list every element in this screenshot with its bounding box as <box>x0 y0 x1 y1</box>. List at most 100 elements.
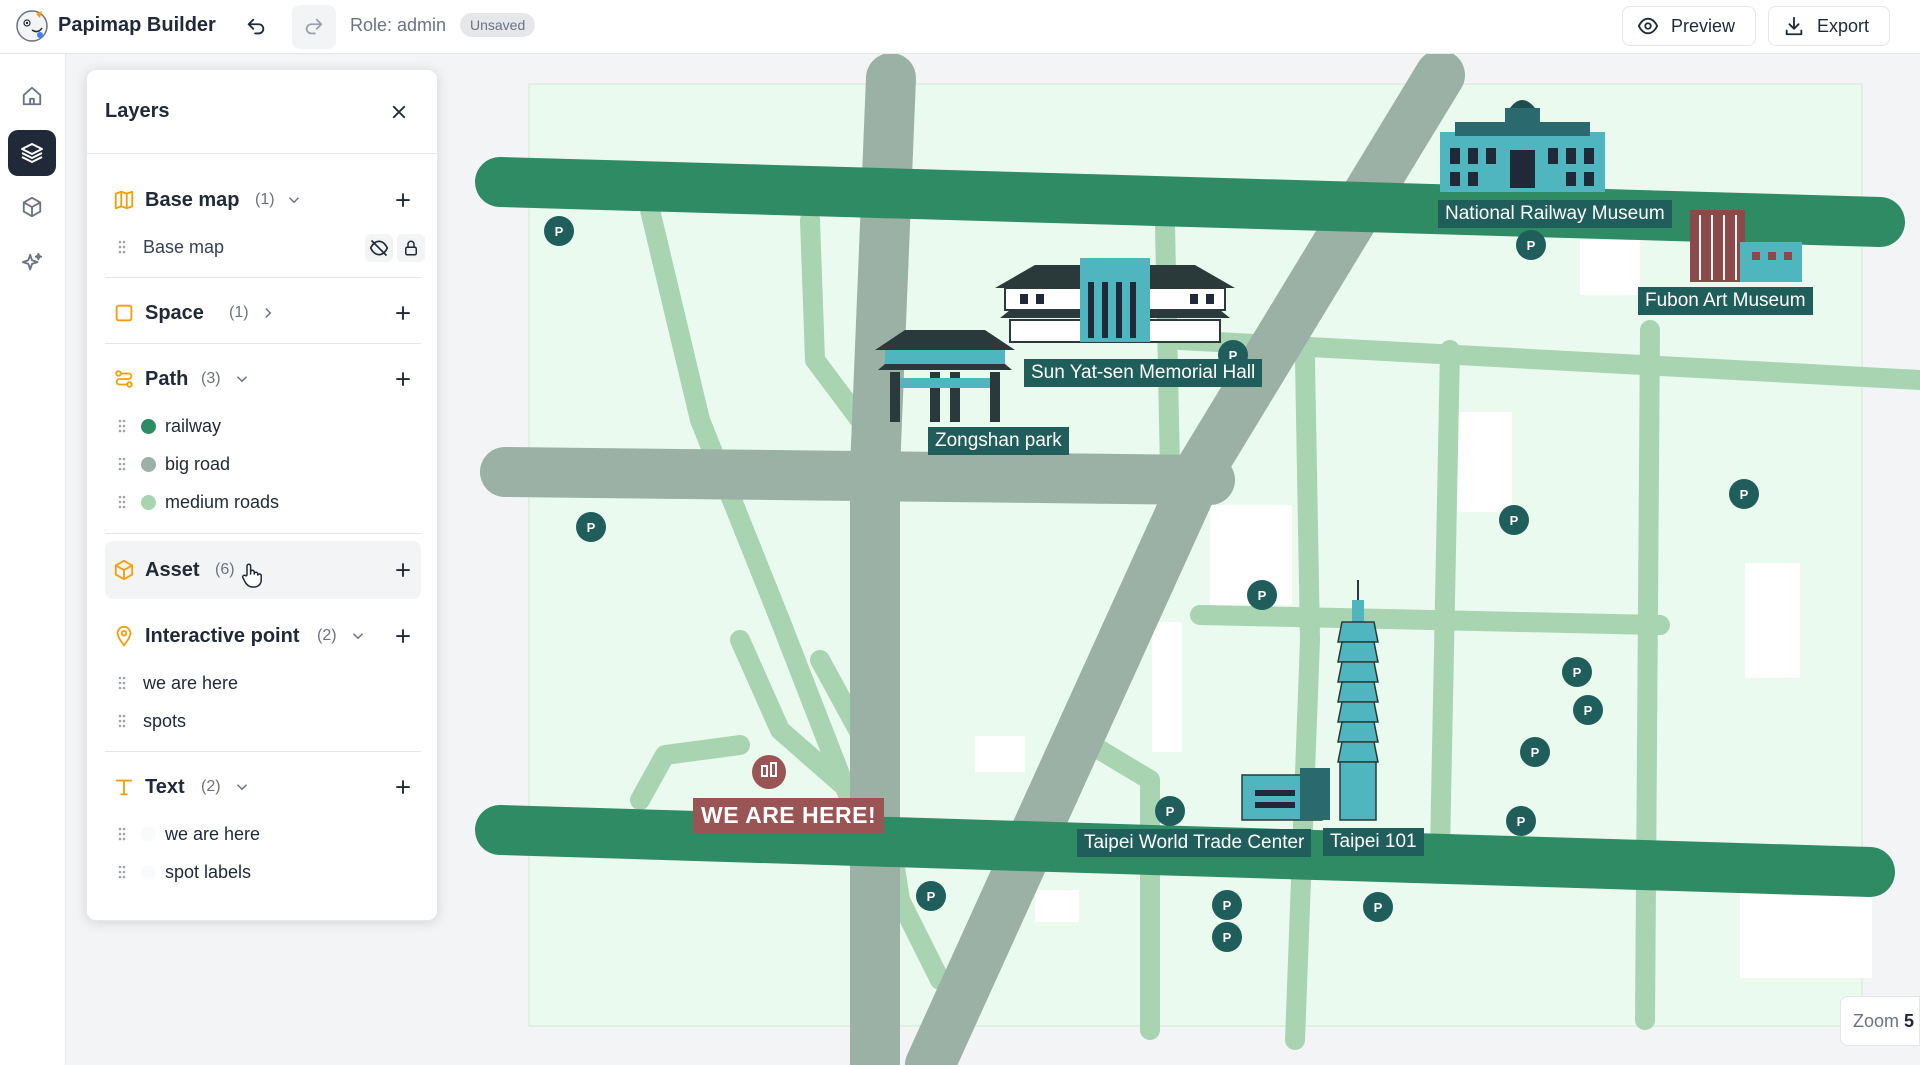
item-label: medium roads <box>165 492 280 512</box>
color-swatch <box>141 457 156 472</box>
item-label: big road <box>165 454 231 474</box>
group-count: (1) <box>255 191 275 208</box>
map-drawing <box>475 54 1920 1065</box>
drag-handle-icon[interactable] <box>117 826 127 842</box>
map-label-zongshan-park[interactable]: Zongshan park <box>928 427 1069 455</box>
app-title: Papimap Builder <box>58 14 216 36</box>
eye-icon <box>1637 17 1659 35</box>
cube-icon <box>114 559 134 581</box>
rail-assets-button[interactable] <box>8 184 56 230</box>
rail-home-button[interactable] <box>8 73 56 119</box>
color-swatch <box>141 419 156 434</box>
divider <box>105 343 421 344</box>
parking-marker[interactable]: P <box>1516 230 1546 260</box>
parking-marker[interactable]: P <box>1729 479 1759 509</box>
map-label-national-railway-museum[interactable]: National Railway Museum <box>1438 200 1672 228</box>
parking-marker[interactable]: P <box>1562 657 1592 687</box>
drag-handle-icon[interactable] <box>117 456 127 472</box>
zoom-indicator: Zoom 5 <box>1840 996 1920 1046</box>
close-icon <box>392 105 406 119</box>
parking-marker[interactable]: P <box>1212 890 1242 920</box>
plus-icon <box>396 629 410 643</box>
layer-item-text-we-are-here[interactable]: we are here <box>105 817 421 851</box>
map-label-sun-yatsen-hall[interactable]: Sun Yat-sen Memorial Hall <box>1024 359 1263 387</box>
add-layer-button[interactable] <box>389 299 417 327</box>
layer-group-interactive-point[interactable]: Interactive point (2) <box>105 607 421 665</box>
layer-item-we-are-here[interactable]: we are here <box>105 666 421 700</box>
drag-handle-icon[interactable] <box>117 675 127 691</box>
color-swatch <box>141 827 156 842</box>
download-icon <box>1785 16 1803 36</box>
item-label: Base map <box>143 237 225 257</box>
parking-marker[interactable]: P <box>576 512 606 542</box>
add-layer-button[interactable] <box>389 556 417 584</box>
parking-marker[interactable]: P <box>1573 695 1603 725</box>
layer-group-path[interactable]: Path (3) <box>105 350 421 408</box>
taipei-101-tower-icon <box>1337 580 1379 821</box>
layer-item-railway[interactable]: railway <box>105 409 421 443</box>
parking-marker[interactable]: P <box>1506 806 1536 836</box>
add-layer-button[interactable] <box>389 365 417 393</box>
redo-button[interactable] <box>292 5 336 49</box>
parking-marker[interactable]: P <box>1499 505 1529 535</box>
map-label-we-are-here[interactable]: WE ARE HERE! <box>693 798 885 833</box>
map-canvas[interactable]: P P P P P P P P P P P P P P P P National… <box>66 54 1920 1065</box>
layer-item-base-map[interactable]: Base map <box>105 230 425 264</box>
rail-layers-button[interactable] <box>8 130 56 176</box>
parking-marker[interactable]: P <box>1520 737 1550 767</box>
square-icon <box>115 304 133 322</box>
map-label-fubon-art-museum[interactable]: Fubon Art Museum <box>1638 287 1813 315</box>
layer-group-text[interactable]: Text (2) <box>105 758 421 816</box>
map-label-taipei-wtc[interactable]: Taipei World Trade Center <box>1077 829 1312 857</box>
parking-marker[interactable]: P <box>1212 922 1242 952</box>
chevron-down-icon[interactable] <box>285 191 303 209</box>
item-label: spot labels <box>165 862 252 882</box>
toggle-visibility-button[interactable] <box>365 234 393 262</box>
layer-group-base-map[interactable]: Base map (1) <box>105 171 421 229</box>
plus-icon <box>396 193 410 207</box>
parking-marker[interactable]: P <box>1363 892 1393 922</box>
layer-item-medium-roads[interactable]: medium roads <box>105 485 421 519</box>
layers-panel-title: Layers <box>105 100 170 122</box>
preview-button[interactable]: Preview <box>1622 6 1756 46</box>
color-swatch <box>141 495 156 510</box>
close-panel-button[interactable] <box>383 96 415 128</box>
layer-group-space[interactable]: Space (1) <box>105 284 421 342</box>
add-layer-button[interactable] <box>389 622 417 650</box>
drag-handle-icon[interactable] <box>117 713 127 729</box>
layer-group-asset[interactable]: Asset (6) <box>105 541 421 599</box>
chevron-down-icon[interactable] <box>233 778 251 796</box>
undo-button[interactable] <box>240 11 272 43</box>
text-icon <box>115 779 133 796</box>
add-layer-button[interactable] <box>389 186 417 214</box>
chevron-down-icon[interactable] <box>233 370 251 388</box>
hand-pointer-icon <box>241 563 262 588</box>
lock-layer-button[interactable] <box>397 234 425 262</box>
parking-marker[interactable]: P <box>544 216 574 246</box>
item-label: we are here <box>143 673 239 693</box>
chevron-down-icon[interactable] <box>349 627 367 645</box>
parking-marker[interactable]: P <box>1155 796 1185 826</box>
chevron-right-icon[interactable] <box>259 304 277 322</box>
drag-handle-icon[interactable] <box>117 864 127 880</box>
drag-handle-icon[interactable] <box>117 494 127 510</box>
layer-item-spot-labels[interactable]: spot labels <box>105 855 421 889</box>
layer-item-big-road[interactable]: big road <box>105 447 421 481</box>
parking-marker[interactable]: P <box>1247 580 1277 610</box>
parking-marker[interactable]: P <box>916 881 946 911</box>
drag-handle-icon[interactable] <box>117 239 127 255</box>
drag-handle-icon[interactable] <box>117 418 127 434</box>
divider <box>105 751 421 752</box>
zongshan-park-gate-icon <box>875 330 1015 422</box>
eye-off-icon <box>369 239 389 257</box>
group-name: Base map <box>145 189 240 211</box>
export-button[interactable]: Export <box>1768 6 1890 46</box>
map-label-taipei-101[interactable]: Taipei 101 <box>1323 828 1424 856</box>
rail-ai-button[interactable] <box>8 240 56 286</box>
group-count: (2) <box>317 627 337 644</box>
add-layer-button[interactable] <box>389 773 417 801</box>
role-text: Role: admin <box>350 15 447 35</box>
group-count: (3) <box>201 370 221 387</box>
route-icon <box>115 370 133 388</box>
layer-item-spots[interactable]: spots <box>105 704 421 738</box>
